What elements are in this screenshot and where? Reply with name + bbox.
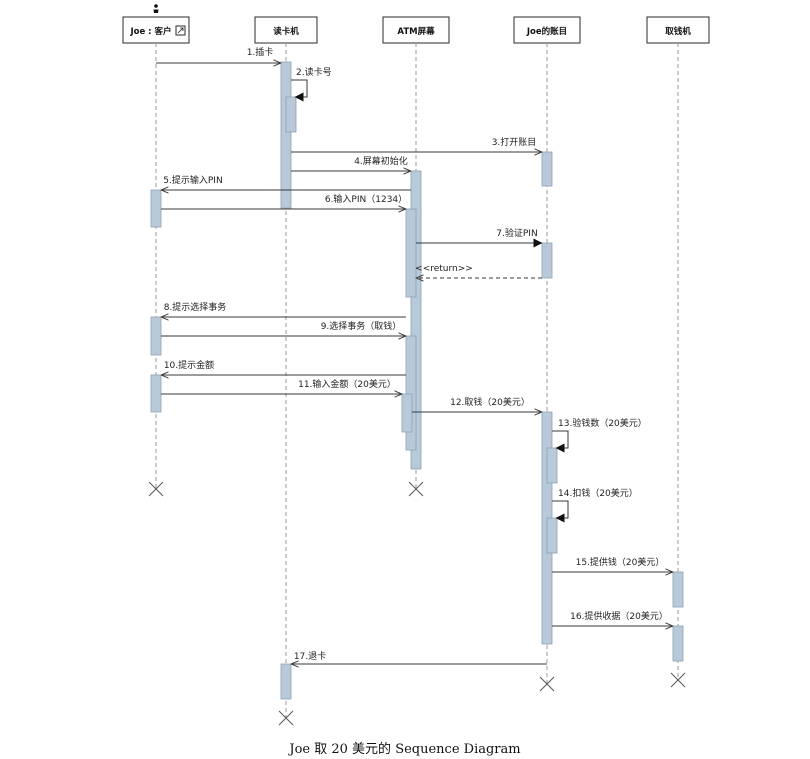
sequence-diagram: Joe : 客户 读卡机 ATM屏幕 Joe的账目 取钱机 1.插卡 2.读卡号 3.打开账目… <box>122 4 710 726</box>
message-label: 8.提示选择事务 <box>164 301 227 313</box>
diagram-caption: Joe 取 20 美元的 Sequence Diagram <box>289 742 521 757</box>
message-18: 17.退卡 <box>291 650 547 664</box>
message-12: 11.输入金额（20美元） <box>161 378 402 394</box>
message-label: 2.读卡号 <box>296 66 332 78</box>
message-6: 6.输入PIN（1234） <box>161 193 407 209</box>
message-label: <<return>> <box>415 264 473 274</box>
message-5: 5.提示输入PIN <box>161 174 411 190</box>
activation-customer <box>150 189 162 228</box>
message-13: 12.取钱（20美元） <box>412 396 542 412</box>
lifeline-box-screen <box>382 16 450 44</box>
message-label: 4.屏幕初始化 <box>354 155 408 167</box>
message-label: 13.验钱数（20美元） <box>558 417 647 429</box>
activation-customer <box>150 316 162 356</box>
destroy-mark <box>148 481 164 497</box>
activation-screen <box>405 335 417 451</box>
lifeline-label: 取钱机 <box>665 26 691 37</box>
activation-account <box>541 242 553 279</box>
message-10: 9.选择事务（取钱） <box>161 320 406 336</box>
activation-screen <box>401 393 413 433</box>
lifeline-screen: ATM屏幕 <box>382 16 450 44</box>
lifeline-customer: Joe : 客户 <box>122 4 190 44</box>
message-4: 4.屏幕初始化 <box>291 155 411 171</box>
message-14: 13.验钱数（20美元） <box>552 417 647 453</box>
activation-screen <box>410 170 422 470</box>
message-label: 15.提供钱（20美元） <box>576 556 665 568</box>
message-label: 7.验证PIN <box>496 227 537 239</box>
activation-account <box>546 517 558 554</box>
lifeline-box-account <box>513 16 581 44</box>
message-arrow <box>291 79 308 102</box>
lifeline-label: 读卡机 <box>273 26 299 37</box>
message-label: 17.退卡 <box>294 650 326 662</box>
destroy-mark <box>278 710 294 726</box>
activation-cardreader <box>285 96 297 133</box>
activation-customer <box>150 374 162 413</box>
message-label: 6.输入PIN（1234） <box>325 193 407 205</box>
message-1: 1.插卡 <box>156 46 281 63</box>
message-label: 5.提示输入PIN <box>163 174 222 186</box>
activation-dispenser <box>672 625 684 662</box>
destroy-mark <box>670 672 686 688</box>
lifeline-account: Joe的账目 <box>513 16 581 44</box>
activation-screen <box>405 208 417 298</box>
activation-account <box>541 151 553 187</box>
actor-icon <box>153 4 159 13</box>
lifeline-label: Joe : 客户 <box>129 26 171 37</box>
lifeline-label: ATM屏幕 <box>397 26 435 37</box>
lifeline-box-dispenser <box>646 16 710 44</box>
lifeline-dispenser: 取钱机 <box>646 16 710 44</box>
message-arrow <box>552 500 569 523</box>
message-3: 3.打开账目 <box>291 136 542 152</box>
message-label: 11.输入金额（20美元） <box>298 378 396 390</box>
message-9: 8.提示选择事务 <box>161 301 406 317</box>
destroy-mark <box>539 676 555 692</box>
message-8: <<return>> <box>415 264 542 278</box>
lifeline-label: Joe的账目 <box>526 26 567 37</box>
message-label: 10.提示金额 <box>164 359 214 371</box>
link-icon <box>175 25 186 36</box>
activation-dispenser <box>672 571 684 608</box>
message-16: 15.提供钱（20美元） <box>552 556 673 572</box>
message-label: 16.提供收据（20美元） <box>570 610 668 622</box>
activation-account <box>546 447 558 484</box>
message-11: 10.提示金额 <box>161 359 406 375</box>
message-7: 7.验证PIN <box>416 227 543 248</box>
destroy-mark <box>408 481 424 497</box>
message-2: 2.读卡号 <box>291 66 332 102</box>
activation-cardreader <box>280 61 292 209</box>
message-label: 12.取钱（20美元） <box>450 396 530 408</box>
message-arrow <box>552 430 569 453</box>
activation-cardreader <box>280 663 292 700</box>
message-17: 16.提供收据（20美元） <box>552 610 673 626</box>
message-label: 1.插卡 <box>247 46 274 58</box>
message-label: 9.选择事务（取钱） <box>321 320 402 332</box>
message-label: 14.扣钱（20美元） <box>558 487 638 499</box>
message-label: 3.打开账目 <box>492 136 537 148</box>
lifeline-cardreader: 读卡机 <box>254 16 318 44</box>
lifeline-box-cardreader <box>254 16 318 44</box>
message-15: 14.扣钱（20美元） <box>552 487 638 523</box>
